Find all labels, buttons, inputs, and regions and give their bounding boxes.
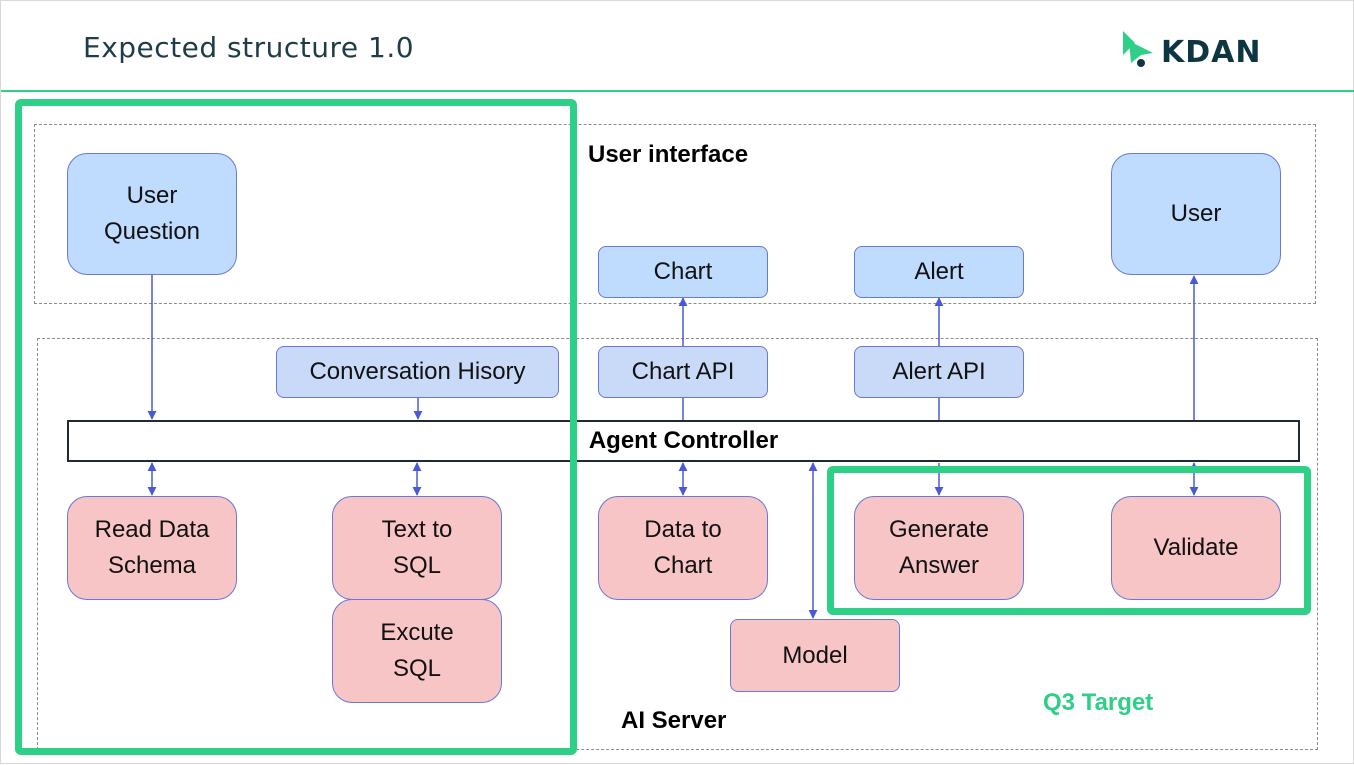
text-to-sql-node: Text to SQL: [332, 496, 502, 600]
model-node: Model: [730, 619, 900, 692]
chart-api-label: Chart API: [631, 358, 735, 385]
left-highlight-box: [15, 99, 577, 755]
alert-api-node: Alert API: [854, 346, 1024, 398]
read-data-schema-label: Read Data Schema: [94, 516, 210, 579]
validate-label: Validate: [1153, 534, 1239, 561]
q3-target-label: Q3 Target: [1043, 689, 1154, 716]
kdan-logo: KDAN: [1119, 27, 1279, 75]
user-label: User: [1170, 200, 1222, 227]
user-question-label: User Question: [103, 182, 201, 245]
slide-title: Expected structure 1.0: [83, 31, 415, 64]
validate-node: Validate: [1111, 496, 1281, 600]
conversation-history-node: Conversation Hisory: [276, 346, 559, 398]
generate-answer-node: Generate Answer: [854, 496, 1024, 600]
header-divider: [1, 90, 1354, 92]
user-interface-region: [34, 124, 1316, 304]
read-data-schema-node: Read Data Schema: [67, 496, 237, 600]
ai-server-label: AI Server: [621, 707, 727, 734]
execute-sql-label: Excute SQL: [380, 619, 454, 682]
text-to-sql-label: Text to SQL: [381, 516, 453, 579]
q3-target-highlight-box: [827, 466, 1311, 615]
alert-api-label: Alert API: [892, 358, 986, 385]
user-interface-label: User interface: [588, 141, 749, 168]
generate-answer-label: Generate Answer: [888, 516, 990, 579]
chart-api-node: Chart API: [598, 346, 768, 398]
logo-text: KDAN: [1161, 35, 1262, 70]
alert-node: Alert: [854, 246, 1024, 298]
alert-label: Alert: [914, 258, 964, 285]
chart-node: Chart: [598, 246, 768, 298]
execute-sql-node: Excute SQL: [332, 599, 502, 703]
chart-label: Chart: [653, 258, 713, 285]
user-question-node: User Question: [67, 153, 237, 275]
kdan-logo-icon: [1123, 31, 1153, 67]
ai-server-region: [37, 338, 1318, 750]
model-label: Model: [782, 641, 848, 669]
conversation-history-label: Conversation Hisory: [309, 358, 526, 385]
user-node: User: [1111, 153, 1281, 275]
data-to-chart-node: Data to Chart: [598, 496, 768, 600]
agent-controller: Agent Controller: [67, 420, 1300, 462]
data-to-chart-label: Data to Chart: [644, 516, 722, 579]
